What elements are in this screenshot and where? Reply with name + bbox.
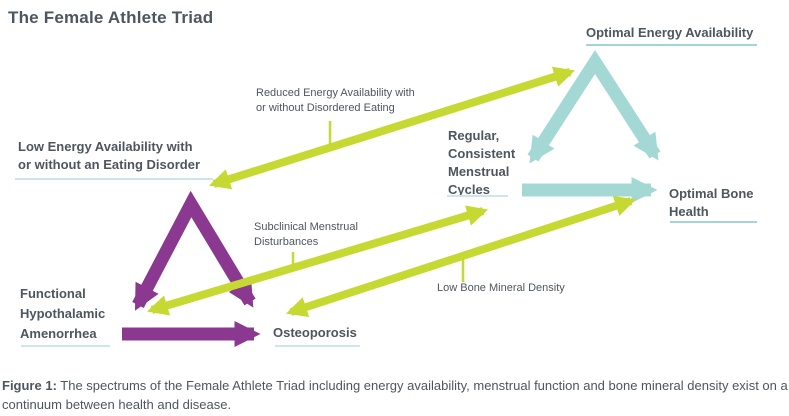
label-underline (21, 345, 110, 347)
label-regular-menstrual-cycles: Regular, Consistent Menstrual Cycles (448, 128, 516, 197)
label-underline (447, 195, 508, 197)
label-low-bone-mineral-density: Low Bone Mineral Density (437, 282, 565, 294)
label-functional-hypothalamic-amenorrhea: Functional Hypothalamic Amenorrhea (20, 286, 106, 341)
page-title: The Female Athlete Triad (8, 8, 214, 27)
figure-caption-label: Figure 1: (2, 378, 57, 393)
label-reduced-energy-availability: Reduced Energy Availability with or with… (256, 87, 415, 114)
figure-caption: Figure 1: The spectrums of the Female At… (2, 376, 789, 414)
label-underline (15, 178, 213, 180)
label-optimal-energy-availability: Optimal Energy Availability (586, 25, 754, 40)
bone-spectrum-arrow (286, 195, 636, 318)
label-osteoporosis: Osteoporosis (273, 325, 357, 340)
label-subclinical-menstrual-disturbances: Subclinical Menstrual Disturbances (254, 221, 358, 248)
energy-spectrum-arrow (208, 66, 576, 190)
label-underline (275, 345, 360, 347)
label-underline (670, 221, 757, 223)
label-optimal-bone-health: Optimal Bone Health (669, 186, 754, 219)
label-underline (586, 44, 757, 46)
figure-caption-text: The spectrums of the Female Athlete Tria… (2, 378, 788, 412)
label-low-energy-availability: Low Energy Availability with or without … (18, 139, 201, 172)
